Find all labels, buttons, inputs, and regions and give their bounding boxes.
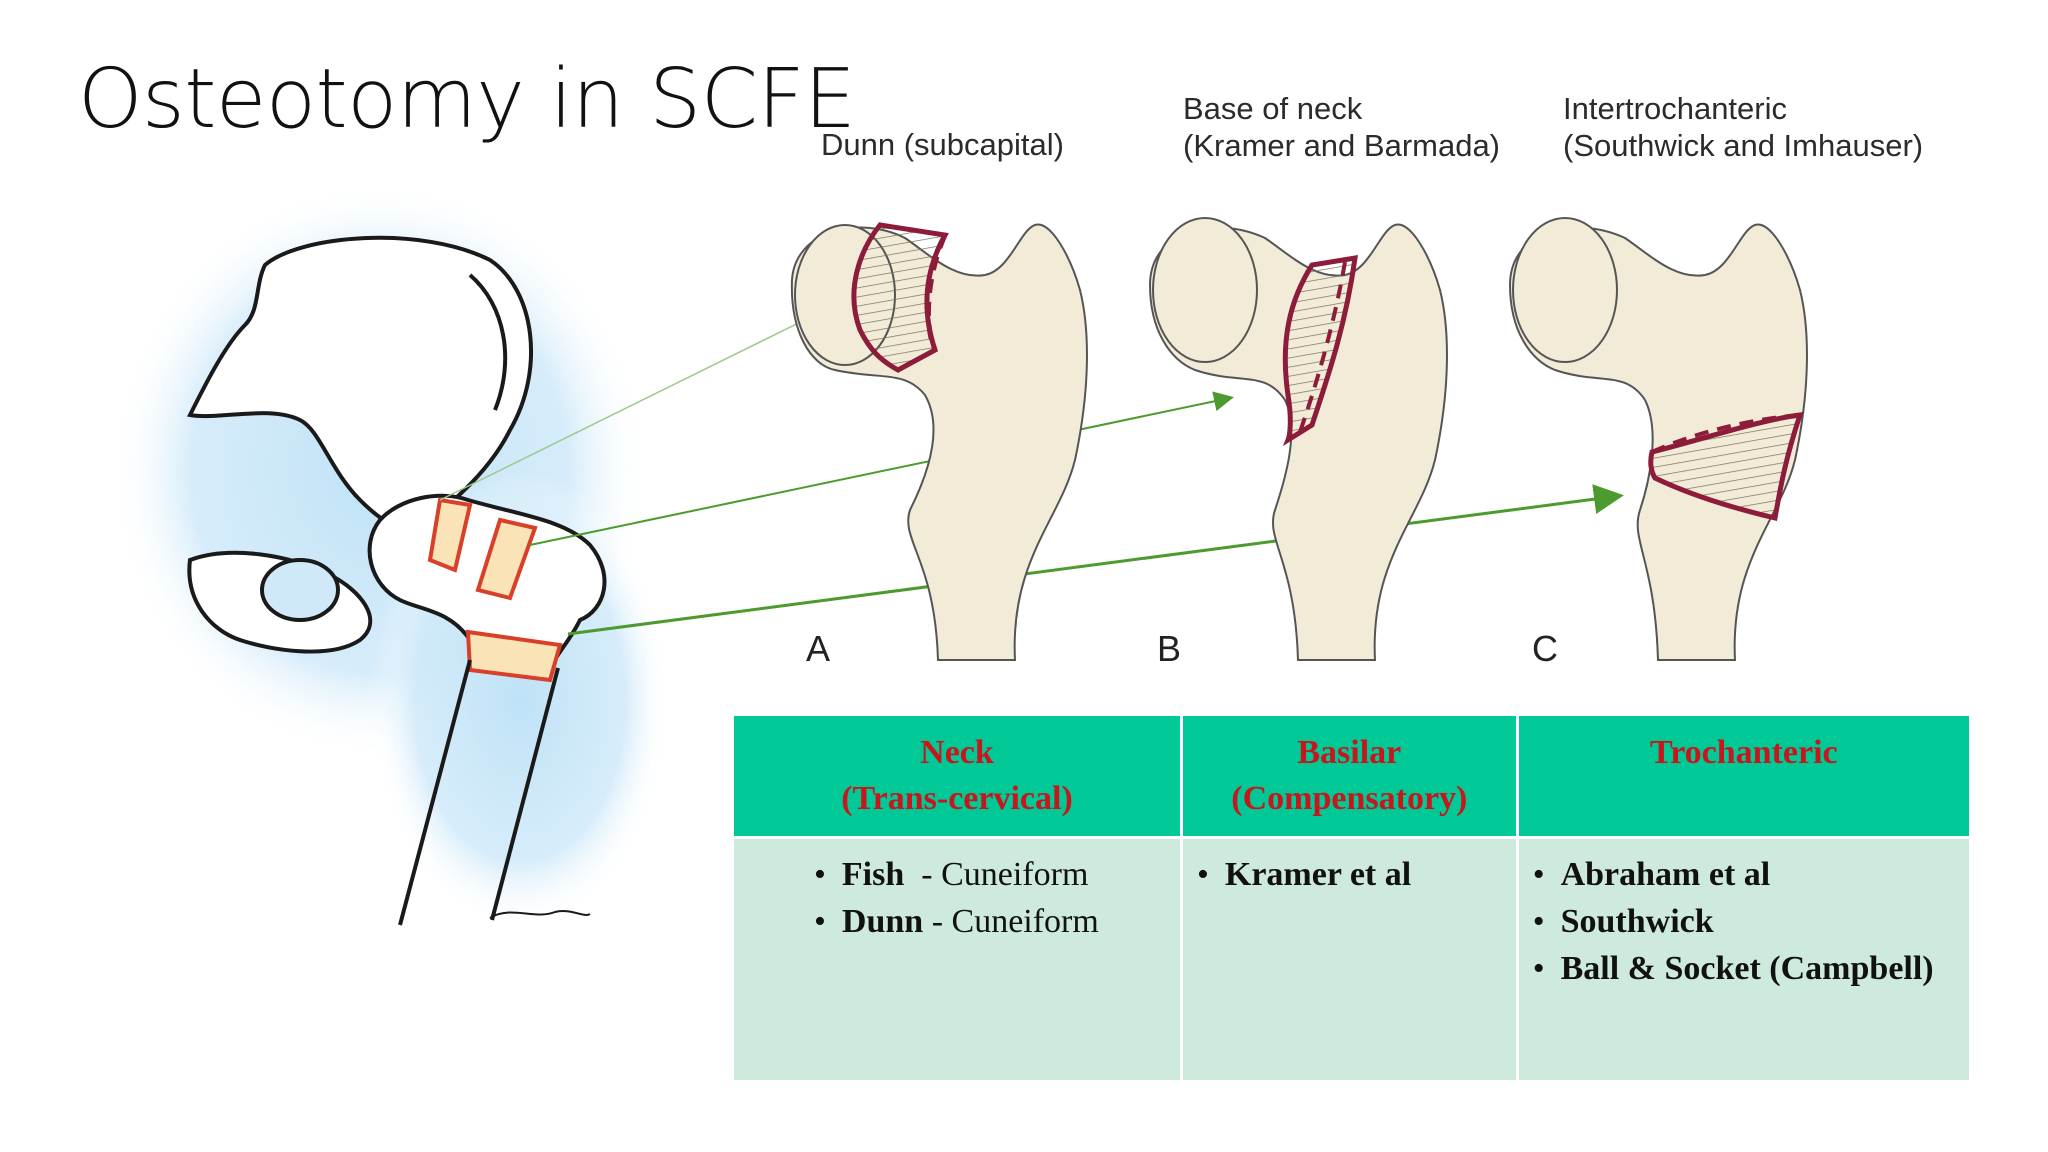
panel-letter-c: C [1532,628,1558,669]
panel-letter-b: B [1157,628,1182,669]
header-basilar-line-1: Basilar [1297,734,1402,771]
author-name: Ball & Socket (Campbell) [1560,950,1934,987]
author-name: Fish [841,856,905,893]
header-trochanteric: Trochanteric [1515,713,1973,839]
author-name: Abraham et al [1560,856,1771,893]
header-neck-line-2: (Trans-cervical) [841,780,1073,817]
header-trochanteric-line-1: Trochanteric [1650,734,1838,771]
pelvis-hip-illustration [110,180,670,930]
caption-intertrochanteric-line-2: (Southwick and Imhauser) [1563,128,1924,163]
panel-letter-a: A [806,628,831,669]
header-basilar: Basilar (Compensatory) [1179,713,1519,839]
caption-intertrochanteric: Intertrochanteric (Southwick and Imhause… [1563,90,1923,164]
author-name: Dunn [841,903,924,940]
header-basilar-line-2: (Compensatory) [1231,780,1468,817]
caption-intertrochanteric-line-1: Intertrochanteric [1563,91,1787,126]
cell-basilar: Kramer et al [1179,836,1519,1083]
femur-c-intertrochanteric [1508,217,1808,661]
cell-neck: Fish - Cuneiform Dunn - Cuneiform [731,836,1183,1083]
list-item: Kramer et al [1197,851,1515,898]
header-neck: Neck (Trans-cervical) [731,713,1183,839]
cell-trochanteric: Abraham et al Southwick Ball & Socket (C… [1515,836,1973,1083]
separator: - [904,856,942,893]
author-name: Kramer et al [1224,856,1412,893]
list-item: Abraham et al [1533,851,1968,898]
femur-a-dunn [790,222,1088,661]
separator: - [923,903,952,940]
technique: Cuneiform [951,903,1099,940]
table-header-row: Neck (Trans-cervical) Basilar (Compensat… [731,713,1973,839]
table-row: Fish - Cuneiform Dunn - Cuneiform Kramer… [731,836,1973,1083]
list-item: Ball & Socket (Campbell) [1533,945,1968,992]
list-item: Southwick [1533,898,1968,945]
caption-base-of-neck-line-1: Base of neck [1183,91,1363,126]
osteotomy-table: Neck (Trans-cervical) Basilar (Compensat… [731,713,1973,1083]
femur-b-base-of-neck [1148,217,1448,661]
technique: Cuneiform [941,856,1089,893]
list-item: Dunn - Cuneiform [814,898,1179,945]
header-neck-line-1: Neck [920,734,994,771]
slide-title: Osteotomy in SCFE [78,52,856,147]
author-name: Southwick [1560,903,1714,940]
pointer-arrows [439,299,1624,636]
caption-base-of-neck-line-2: (Kramer and Barmada) [1183,128,1501,163]
caption-dunn: Dunn (subcapital) [821,126,1064,163]
list-item: Fish - Cuneiform [814,851,1179,898]
caption-base-of-neck: Base of neck (Kramer and Barmada) [1183,90,1500,164]
caption-dunn-line-1: Dunn (subcapital) [821,127,1064,162]
